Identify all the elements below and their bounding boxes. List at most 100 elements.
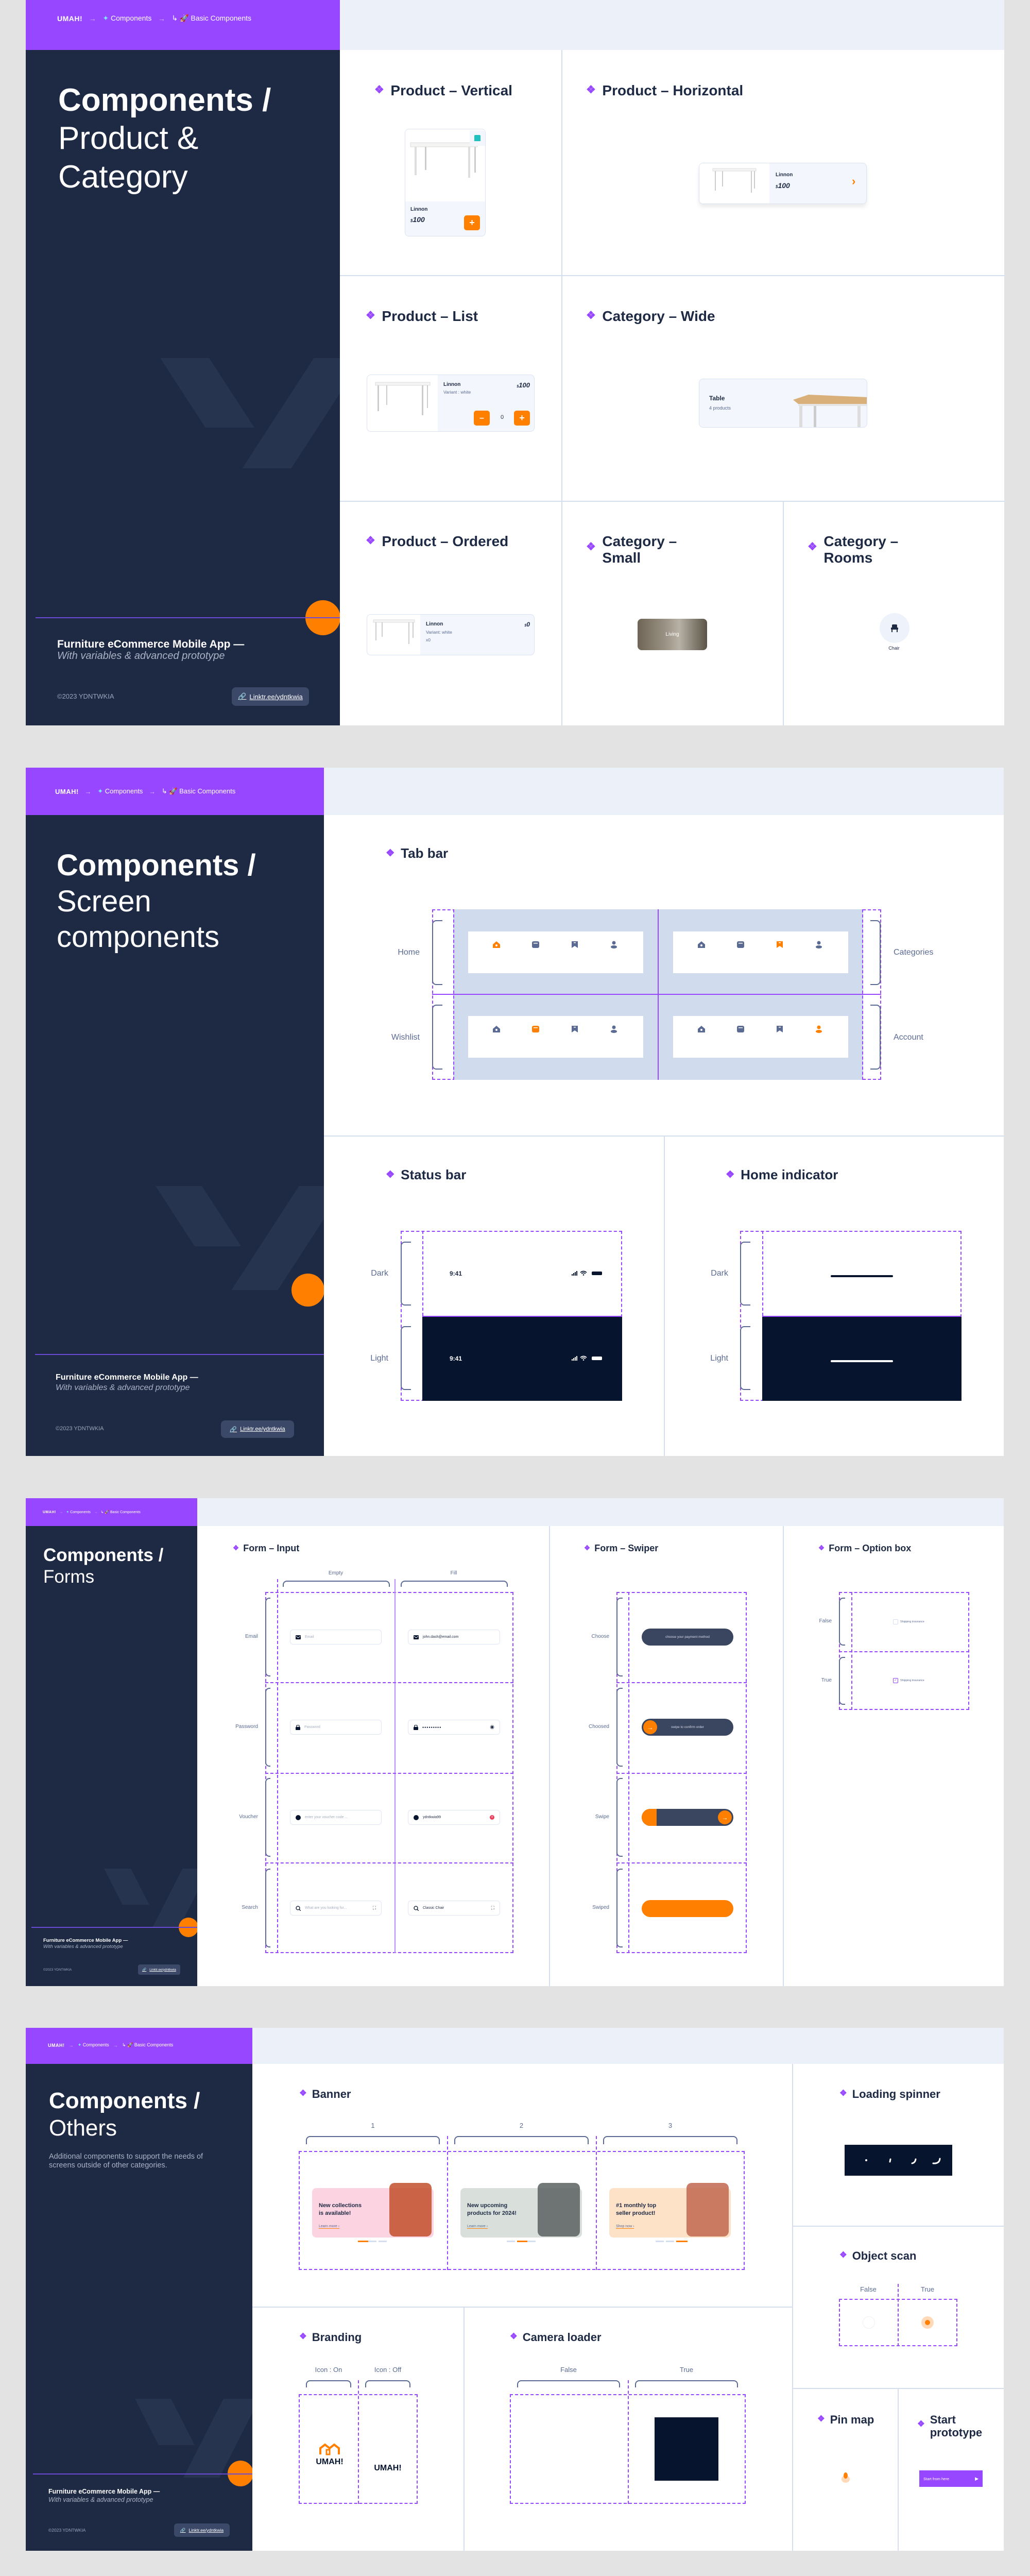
swiper-swiped[interactable] bbox=[642, 1900, 733, 1917]
user-icon[interactable] bbox=[610, 940, 618, 948]
breadcrumb-basic[interactable]: ↳ 🚀 Basic Components bbox=[122, 2042, 174, 2047]
option-checkbox-true[interactable]: ✓Shipping insurance bbox=[893, 1678, 924, 1683]
section-title: ❖Form – Input bbox=[233, 1543, 299, 1554]
password-input-empty[interactable]: Password bbox=[290, 1720, 382, 1735]
bookmark-icon[interactable] bbox=[571, 1025, 579, 1033]
banner-cta-link[interactable]: Learn more › bbox=[319, 2225, 340, 2229]
app-title: Furniture eCommerce Mobile App — bbox=[48, 2488, 160, 2495]
breadcrumb-components[interactable]: ✦ Components bbox=[97, 787, 143, 795]
categories-icon[interactable] bbox=[736, 1025, 745, 1033]
product-card-ordered[interactable]: Linnon Variant: white x0 $0 bbox=[367, 614, 535, 655]
chevron-right-icon[interactable]: › bbox=[852, 175, 856, 188]
header-bar bbox=[26, 2028, 252, 2064]
add-to-cart-button[interactable]: + bbox=[464, 215, 480, 230]
breadcrumb-basic[interactable]: ↳ 🚀 Basic Components bbox=[161, 787, 236, 795]
categories-icon[interactable] bbox=[736, 940, 745, 948]
banner-headline-line2: products for 2024! bbox=[467, 2210, 517, 2216]
home-indicator-bar bbox=[831, 1360, 893, 1362]
password-input-filled[interactable]: •••••••••◉ bbox=[408, 1720, 500, 1735]
bracket bbox=[432, 1005, 442, 1070]
bracket bbox=[616, 1869, 623, 1947]
category-room-chair[interactable] bbox=[880, 613, 909, 643]
divider bbox=[36, 617, 340, 618]
column-label: False bbox=[560, 2366, 577, 2374]
option-checkbox-false[interactable]: Shipping insurance bbox=[893, 1619, 924, 1624]
bookmark-icon[interactable] bbox=[776, 1025, 784, 1033]
voucher-input-filled[interactable]: ydntkwia99× bbox=[408, 1810, 500, 1825]
start-prototype-button[interactable]: Start from here▶ bbox=[919, 2470, 983, 2487]
carousel-dot[interactable] bbox=[506, 2241, 515, 2242]
carousel-dot[interactable] bbox=[368, 2241, 376, 2242]
breadcrumb-basic[interactable]: ↳ 🚀 Basic Components bbox=[171, 14, 251, 22]
grid-line bbox=[898, 2284, 899, 2346]
eye-icon[interactable]: ◉ bbox=[490, 1724, 494, 1730]
carousel-dot[interactable] bbox=[655, 2241, 664, 2242]
home-icon[interactable] bbox=[697, 940, 706, 948]
carousel-dot[interactable] bbox=[665, 2241, 674, 2242]
email-input-filled[interactable]: john.dash@email.com bbox=[408, 1630, 500, 1645]
bookmark-icon[interactable] bbox=[776, 940, 784, 948]
home-icon[interactable] bbox=[492, 1025, 501, 1033]
bookmark-button[interactable] bbox=[470, 130, 485, 146]
grid-line bbox=[616, 1862, 747, 1863]
increase-quantity-button[interactable]: + bbox=[514, 411, 530, 426]
grid-line bbox=[851, 1592, 852, 1710]
user-icon[interactable] bbox=[610, 1025, 618, 1033]
category-card-small[interactable]: Living bbox=[638, 619, 707, 650]
clear-icon[interactable]: × bbox=[490, 1815, 494, 1820]
section-title-label: Product – Horizontal bbox=[602, 82, 744, 98]
categories-icon[interactable] bbox=[531, 1025, 540, 1033]
carousel-dot-active[interactable] bbox=[517, 2241, 528, 2242]
bracket bbox=[616, 1778, 623, 1857]
home-icon[interactable] bbox=[492, 940, 501, 948]
scan-icon[interactable]: ⛶ bbox=[372, 1905, 376, 1910]
product-card-list[interactable]: Linnon Variant : white $100 – 0 + bbox=[367, 375, 535, 432]
decrease-quantity-button[interactable]: – bbox=[474, 411, 490, 426]
carousel-dot[interactable] bbox=[379, 2241, 387, 2242]
banner-cta-link[interactable]: Shop now › bbox=[616, 2225, 634, 2229]
search-input-filled[interactable]: Classic Chair⛶ bbox=[408, 1901, 500, 1916]
link-button[interactable]: 🔗Linktr.ee/ydntkwia bbox=[138, 1964, 180, 1975]
category-card-wide[interactable]: Table 4 products bbox=[699, 379, 867, 428]
tab-bar-categories bbox=[673, 931, 848, 973]
breadcrumb-components[interactable]: ✦ Components bbox=[66, 1511, 91, 1514]
voucher-input-empty[interactable]: enter your voucher code ... bbox=[290, 1810, 382, 1825]
carousel-dot-active[interactable] bbox=[358, 2241, 369, 2242]
row-label: Password bbox=[235, 1724, 258, 1730]
product-card-vertical[interactable]: Linnon $100 + bbox=[405, 129, 486, 236]
email-input-empty[interactable]: Email bbox=[290, 1630, 382, 1645]
user-icon[interactable] bbox=[815, 1025, 823, 1033]
breadcrumb-basic[interactable]: ↳ 🚀 Basic Components bbox=[100, 1511, 141, 1514]
map-pin-icon[interactable] bbox=[842, 2472, 850, 2483]
carousel-dot-active[interactable] bbox=[676, 2241, 688, 2242]
search-input-empty[interactable]: What are you looking for...⛶ bbox=[290, 1901, 382, 1916]
breadcrumb-brand[interactable]: UMAH! bbox=[43, 1510, 56, 1514]
link-button[interactable]: 🔗Linktr.ee/ydntkwia bbox=[221, 1420, 294, 1438]
bookmark-icon[interactable] bbox=[571, 940, 579, 948]
user-icon[interactable] bbox=[815, 940, 823, 948]
breadcrumb-brand[interactable]: UMAH! bbox=[57, 14, 83, 23]
banner-grid bbox=[299, 2151, 745, 2270]
link-button[interactable]: 🔗Linktr.ee/ydntkwia bbox=[174, 2523, 230, 2537]
carousel-dot[interactable] bbox=[527, 2241, 536, 2242]
breadcrumb-brand[interactable]: UMAH! bbox=[48, 2042, 65, 2048]
link-button[interactable]: 🔗Linktr.ee/ydntkwia bbox=[232, 687, 309, 706]
breadcrumb-brand[interactable]: UMAH! bbox=[55, 787, 79, 795]
banner-cta-link[interactable]: Learn more › bbox=[467, 2225, 488, 2229]
product-card-horizontal[interactable]: Linnon $100 › bbox=[699, 163, 867, 204]
categories-icon[interactable] bbox=[531, 940, 540, 948]
home-icon[interactable] bbox=[697, 1025, 706, 1033]
swiper-choose[interactable]: choose your payment method bbox=[642, 1629, 733, 1646]
swipe-handle-arrow-icon[interactable]: → bbox=[643, 1720, 657, 1734]
swiper-choosed[interactable]: →swipe to confirm order bbox=[642, 1719, 733, 1736]
swiper-swipe[interactable]: → bbox=[642, 1809, 733, 1826]
bracket bbox=[306, 2136, 440, 2144]
breadcrumb-components[interactable]: ✦ Components bbox=[77, 2042, 109, 2047]
breadcrumb-components[interactable]: ✦ Components bbox=[102, 14, 152, 22]
swipe-handle-arrow-icon[interactable]: → bbox=[718, 1810, 732, 1824]
scan-icon[interactable]: ⛶ bbox=[491, 1905, 494, 1910]
header-bar bbox=[26, 768, 324, 815]
